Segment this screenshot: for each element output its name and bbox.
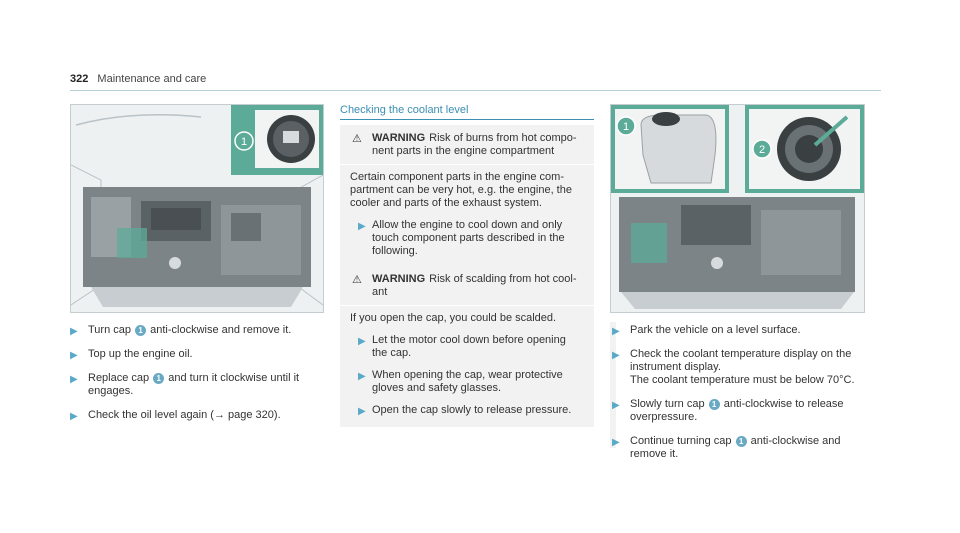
header-divider (70, 90, 881, 91)
step-remove-cap: ▶ Continue turning cap 1 anti-clockwise … (612, 435, 841, 460)
step-check-level: ▶ Check the oil level again (→ page 320)… (70, 409, 281, 422)
page-ref-arrow-icon[interactable]: → (213, 409, 225, 421)
step-top-up: ▶ Top up the engine oil. (70, 348, 193, 361)
coolant-steps: ▶ Park the vehicle on a level surface. ▶… (612, 324, 870, 472)
warning-step: ▶ Open the cap slowly to release pressur… (358, 404, 572, 417)
bullet-arrow-icon: ▶ (358, 371, 366, 382)
bullet-arrow-icon: ▶ (70, 411, 78, 422)
bullet-arrow-icon: ▶ (612, 400, 620, 411)
oil-cap-inset: 1 (231, 105, 323, 175)
bullet-arrow-icon: ▶ (358, 221, 366, 232)
bullet-arrow-icon: ▶ (612, 437, 620, 448)
callout-badge: 1 (153, 373, 165, 384)
callout-1-label: 1 (623, 121, 629, 133)
callout-2-label: 2 (759, 144, 765, 156)
warning-triangle-icon: ⚠ (352, 274, 362, 286)
step-park: ▶ Park the vehicle on a level surface. (612, 324, 801, 337)
page-header: 322 Maintenance and care (70, 73, 206, 85)
warning-text: Certain component parts in the engine co… (350, 171, 572, 209)
reservoir-icon: 1 (615, 109, 725, 189)
warning-body: If you open the cap, you could be scalde… (340, 306, 594, 427)
warning-heading: Risk of scalding from hot cool-ant (372, 273, 577, 298)
side-margin-bar (610, 322, 616, 448)
warning-label: WARNING (372, 132, 426, 144)
bullet-arrow-icon: ▶ (358, 406, 366, 417)
warning-heading: Risk of burns from hot compo-nent parts … (372, 132, 577, 157)
section-title-underline (340, 119, 594, 120)
step-turn-cap: ▶ Turn cap 1 anti-clockwise and remove i… (70, 324, 292, 337)
bullet-arrow-icon: ▶ (70, 350, 78, 361)
bullet-arrow-icon: ▶ (612, 350, 620, 361)
reservoir-inset: 1 (611, 105, 729, 193)
callout-1-label: 1 (241, 136, 247, 148)
bullet-arrow-icon: ▶ (70, 374, 78, 385)
warning-step: ▶ Allow the engine to cool down and only… (358, 219, 565, 257)
oil-steps: ▶ Turn cap 1 anti-clockwise and remove i… (70, 324, 322, 433)
warning-body: Certain component parts in the engine co… (340, 165, 594, 268)
coolant-cap-icon: 2 (749, 109, 860, 189)
page-number: 322 (70, 73, 89, 85)
callout-badge: 1 (708, 399, 720, 410)
step-replace-cap: ▶ Replace cap 1 and turn it clockwise un… (70, 372, 300, 397)
callout-badge: 1 (135, 325, 147, 336)
coolant-section-title: Checking the coolant level (340, 104, 469, 116)
warning-triangle-icon: ⚠ (352, 133, 362, 145)
warning-text: If you open the cap, you could be scalde… (350, 312, 557, 324)
oil-cap-icon: 1 (234, 110, 319, 168)
bullet-arrow-icon: ▶ (358, 336, 366, 347)
step-turn-cap-slowly: ▶ Slowly turn cap 1 anti-clockwise to re… (612, 398, 844, 423)
coolant-figure: 1 2 (610, 104, 865, 313)
warning-step: ▶ When opening the cap, wear protective … (358, 369, 563, 394)
engine-oil-figure: 1 (70, 104, 324, 313)
bullet-arrow-icon: ▶ (70, 326, 78, 337)
section-title: Maintenance and care (97, 73, 207, 85)
step-check-temp: ▶ Check the coolant temperature display … (612, 348, 855, 386)
bullet-arrow-icon: ▶ (612, 326, 620, 337)
warning-label: WARNING (372, 273, 426, 285)
warning-step: ▶ Let the motor cool down before opening… (358, 334, 566, 359)
callout-badge: 1 (735, 436, 747, 447)
cap-inset: 2 (745, 105, 864, 193)
